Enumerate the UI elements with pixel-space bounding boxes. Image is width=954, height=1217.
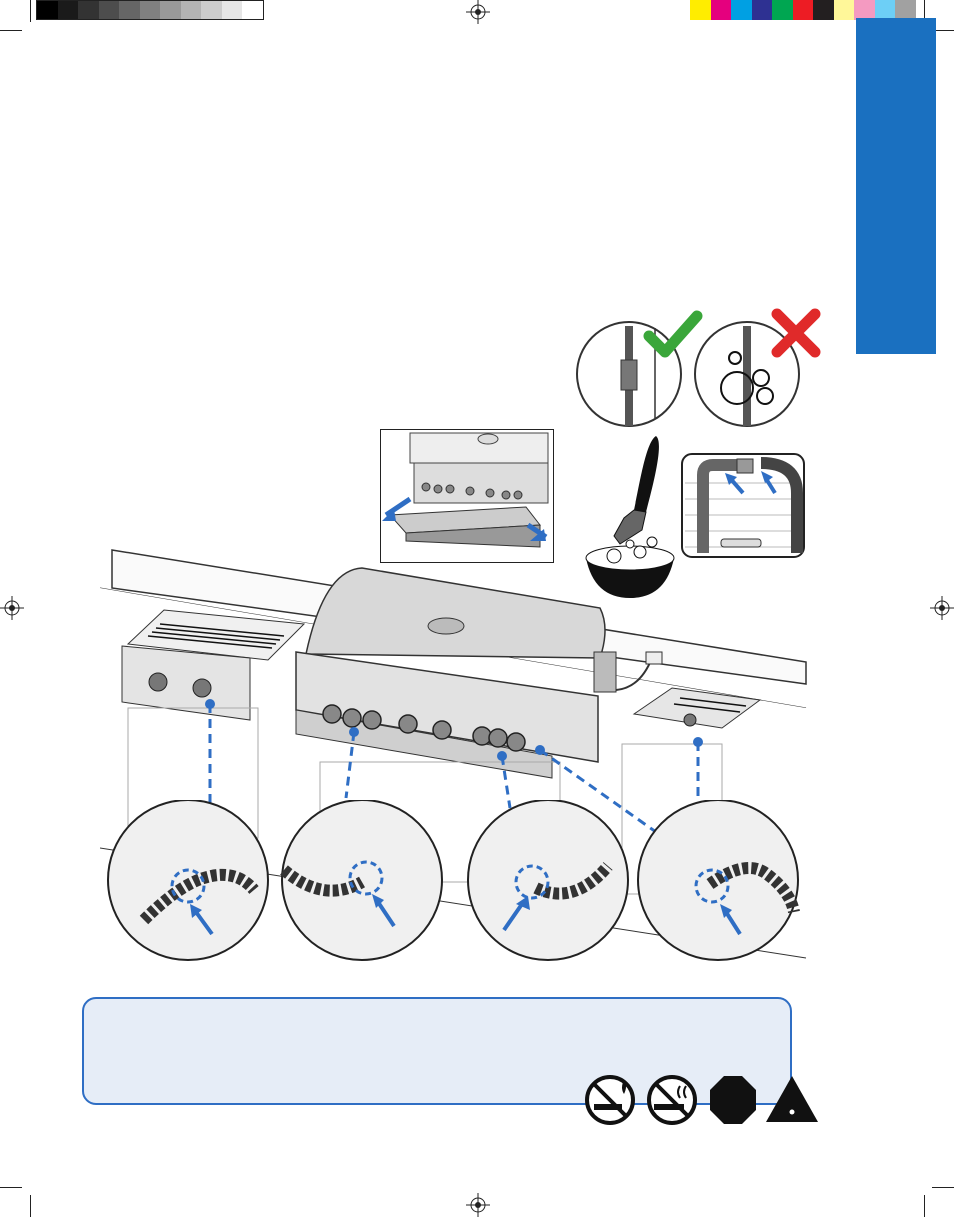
registration-swatch: [57, 1, 79, 19]
safety-icons: [585, 1075, 818, 1125]
registration-swatch: [731, 0, 752, 20]
registration-swatch: [710, 0, 732, 20]
bubbles-panel: [694, 321, 800, 427]
registration-target-icon: [930, 596, 954, 620]
crop-mark: [924, 0, 925, 22]
registration-swatch: [98, 1, 120, 19]
leak-test-comparison: [576, 308, 821, 427]
registration-swatch: [37, 1, 58, 19]
registration-swatch: [221, 1, 243, 19]
crop-mark: [932, 30, 954, 31]
registration-swatch: [180, 1, 202, 19]
registration-swatch: [78, 1, 99, 19]
soap-bowl-brush: [585, 436, 675, 598]
crop-mark: [0, 30, 22, 31]
warning-triangle-icon: [766, 1076, 818, 1122]
registration-swatch: [833, 0, 855, 20]
registration-swatch: [895, 0, 917, 20]
crop-mark: [30, 1195, 31, 1217]
registration-swatch: [201, 1, 222, 19]
crop-mark: [0, 1187, 22, 1188]
detail-circle-right-burner: [637, 800, 800, 961]
registration-swatch: [690, 0, 711, 20]
registration-swatch: [242, 1, 264, 19]
registration-swatch: [792, 0, 814, 20]
registration-swatch: [160, 1, 181, 19]
no-smoking-icon: [647, 1075, 697, 1125]
drip-tray-inset: [380, 429, 554, 563]
registration-swatch: [874, 0, 896, 20]
registration-swatch: [813, 0, 834, 20]
registration-swatch: [119, 1, 140, 19]
crop-mark: [924, 1195, 925, 1217]
no-open-flame-icon: [585, 1075, 635, 1125]
registration-swatch: [772, 0, 793, 20]
color-registration-bar: [690, 0, 917, 20]
registration-swatch: [139, 1, 161, 19]
registration-swatch: [854, 0, 875, 20]
crop-mark: [30, 0, 31, 22]
outdoor-kitchen-illustration: [100, 549, 807, 959]
brush-icon: [634, 436, 659, 512]
connection-detail-circles: [107, 800, 800, 961]
section-side-tab: [856, 18, 936, 354]
registration-target-icon: [0, 596, 24, 620]
grayscale-registration-bar: [36, 0, 264, 20]
detail-circle-left-burner: [107, 800, 269, 961]
crop-mark: [932, 1187, 954, 1188]
registration-target-icon: [466, 0, 490, 24]
detail-circle-grill-right: [467, 800, 629, 961]
supply-connection-inset: [681, 453, 805, 558]
stop-sign-icon: [710, 1076, 756, 1124]
registration-swatch: [751, 0, 773, 20]
registration-target-icon: [466, 1193, 490, 1217]
detail-circle-grill-left: [280, 800, 443, 961]
check-mark-icon: [643, 310, 703, 358]
no-bubbles-panel: [576, 321, 682, 427]
x-mark-icon: [771, 308, 821, 358]
